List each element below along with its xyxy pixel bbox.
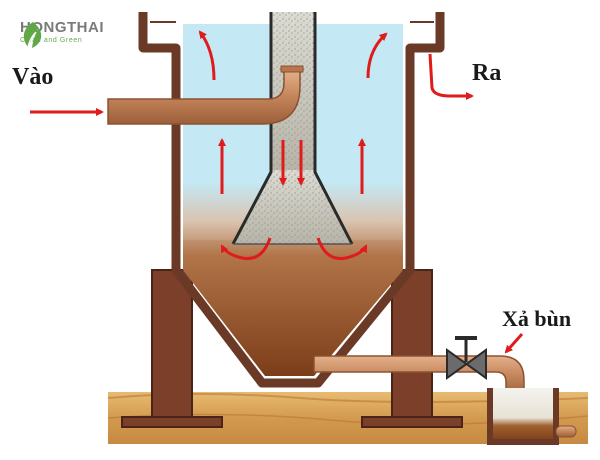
flow-arrow-icon (220, 237, 272, 261)
inlet-label: Vào (12, 64, 54, 90)
support-legs (121, 269, 463, 428)
leaf-logo-icon (23, 22, 42, 48)
outlet-label: Ra (472, 60, 502, 86)
valve-icon[interactable] (446, 336, 487, 380)
flow-arrows (30, 30, 524, 354)
logo-name: HONGTHAI (20, 19, 104, 36)
logo-tagline: Clean and Green (20, 37, 83, 44)
company-logo: HONGTHAI Clean and Green (20, 19, 104, 48)
tank-wall (138, 12, 445, 388)
flow-arrow-icon (504, 333, 524, 354)
flow-arrow-icon (428, 53, 474, 100)
sludge-discharge-label: Xả bùn (502, 306, 572, 331)
flow-arrow-icon (366, 32, 388, 79)
flow-arrow-icon (198, 30, 216, 81)
inlet-pipe (107, 65, 304, 125)
sludge-collection-box (487, 388, 577, 445)
flow-arrow-icon (316, 237, 368, 261)
